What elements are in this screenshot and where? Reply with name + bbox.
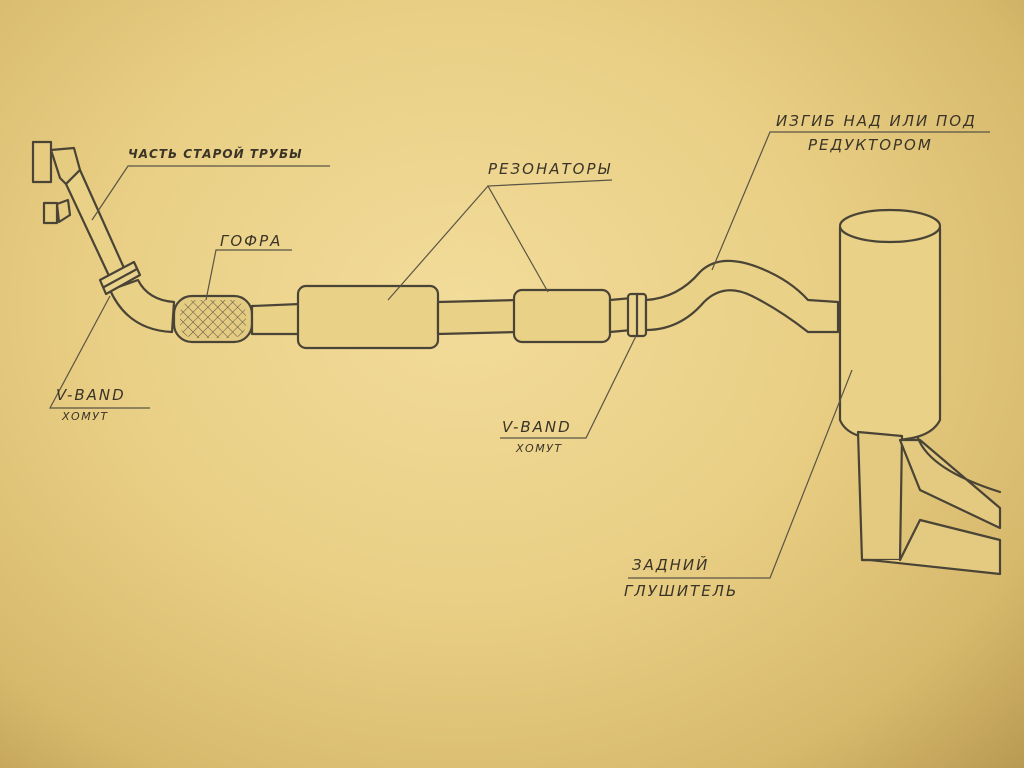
bent-pipe bbox=[644, 259, 840, 334]
label-vband-left: V-BAND bbox=[56, 386, 126, 404]
leader-vband-right bbox=[500, 335, 637, 439]
leader-gofra bbox=[205, 249, 292, 301]
leader-vband-left bbox=[48, 295, 150, 409]
label-muffler-line2: ГЛУШИТЕЛЬ bbox=[624, 582, 739, 600]
label-muffler-line1: ЗАДНИЙ bbox=[632, 556, 710, 574]
leader-bend bbox=[711, 131, 990, 271]
resonator-2 bbox=[512, 288, 634, 344]
v-band-clamp-right bbox=[626, 292, 648, 338]
v-band-clamp-left bbox=[98, 260, 142, 296]
label-bend-line1: ИЗГИБ НАД ИЛИ ПОД bbox=[776, 112, 977, 130]
old-pipe-section bbox=[31, 140, 176, 334]
rear-muffler bbox=[838, 208, 1002, 576]
leader-resonator-2 bbox=[486, 179, 613, 293]
leader-muffler bbox=[628, 369, 853, 579]
resonator-1 bbox=[296, 284, 520, 350]
label-clamp-right: ХОМУТ bbox=[516, 442, 563, 455]
label-resonators: РЕЗОНАТОРЫ bbox=[488, 160, 612, 178]
label-old-pipe: ЧАСТЬ СТАРОЙ ТРУБЫ bbox=[128, 147, 303, 161]
leader-old-pipe bbox=[91, 165, 330, 221]
leader-resonator-1 bbox=[387, 185, 489, 301]
label-clamp-left: ХОМУТ bbox=[62, 410, 109, 423]
label-vband-right: V-BAND bbox=[502, 418, 572, 436]
label-gofra: ГОФРА bbox=[220, 232, 283, 250]
flex-pipe-gofra bbox=[172, 294, 302, 344]
label-bend-line2: РЕДУКТОРОМ bbox=[808, 136, 933, 154]
